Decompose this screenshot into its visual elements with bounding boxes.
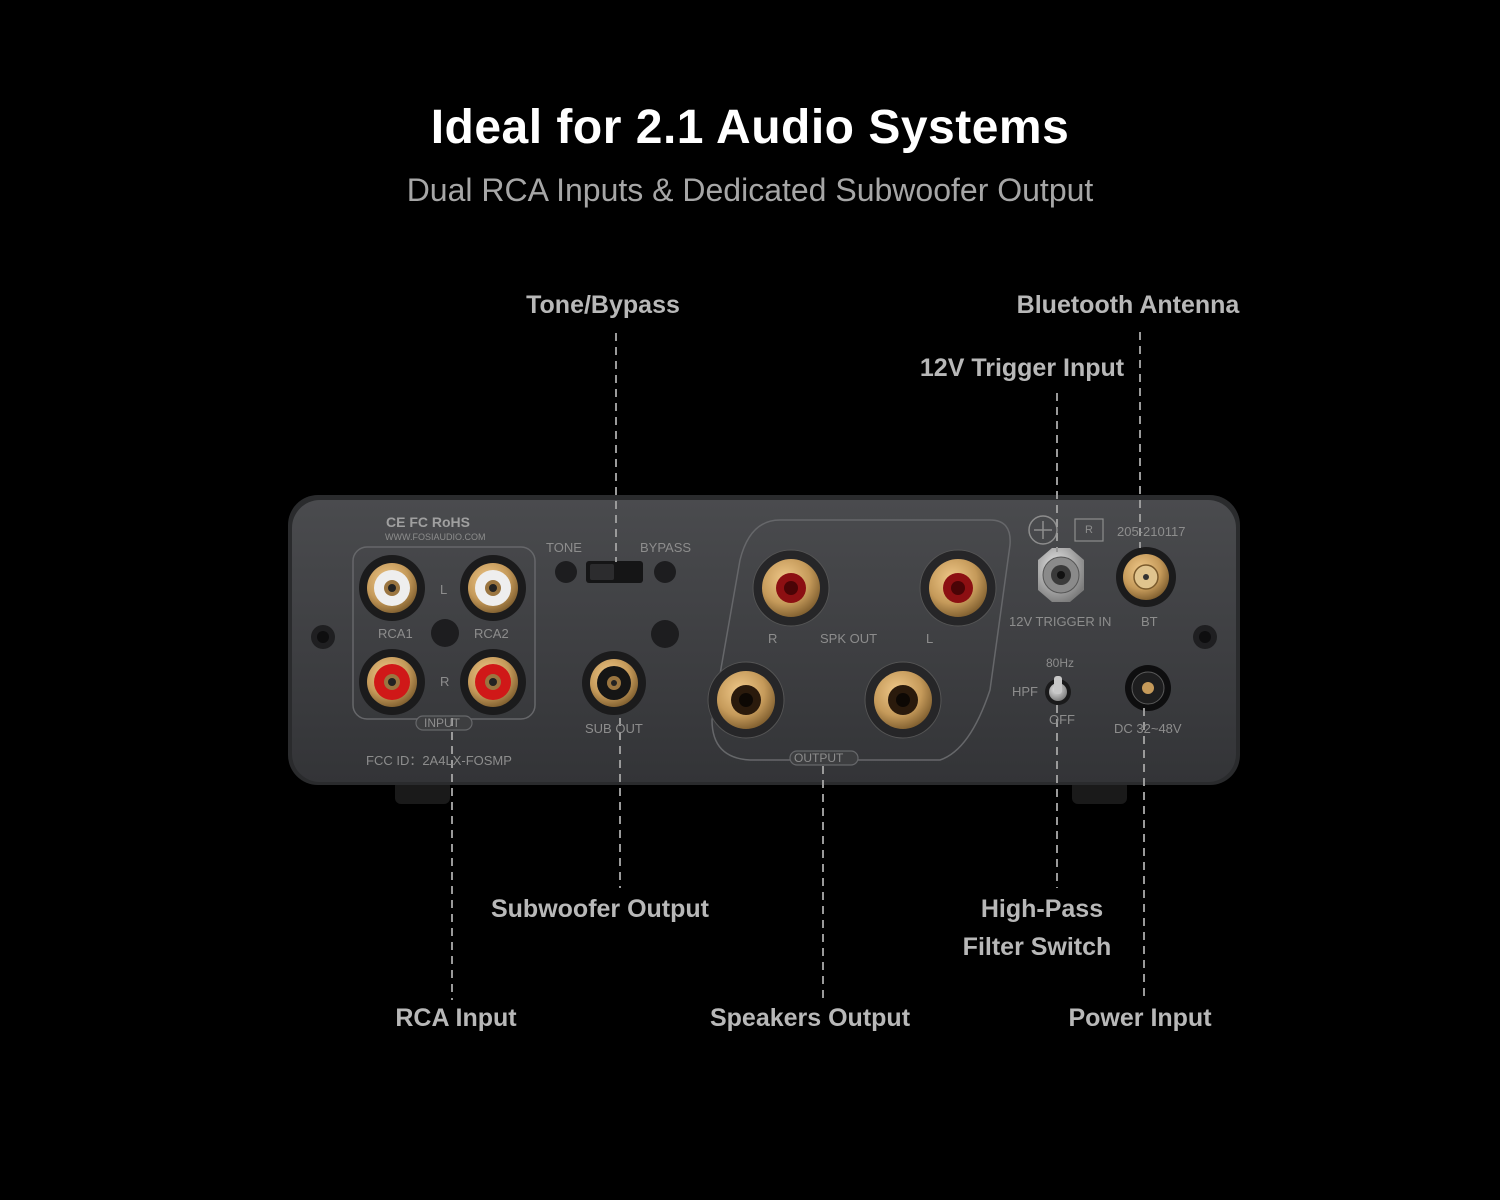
callout-rca-input: RCA Input xyxy=(395,1004,517,1032)
cert-number-label: 205-210117 xyxy=(1117,524,1186,539)
spk-r-label: R xyxy=(768,631,778,646)
callout-speakers-output: Speakers Output xyxy=(709,1004,911,1032)
speaker-r-plus-post xyxy=(752,549,830,627)
fcc-id-label: FCC ID：2A4LX-FOSMP xyxy=(366,753,512,768)
speaker-l-plus-post xyxy=(919,549,997,627)
dc-power-jack xyxy=(1125,665,1171,711)
foot-left xyxy=(395,780,450,804)
foot-right xyxy=(1072,780,1127,804)
rca2-left-jack xyxy=(460,555,526,621)
website-label: WWW.FOSIAUDIO.COM xyxy=(385,532,486,542)
bypass-label: BYPASS xyxy=(640,540,692,555)
tone-bypass-switch xyxy=(555,561,676,583)
tone-label: TONE xyxy=(546,540,582,555)
callout-high-pass-line1: High-Pass xyxy=(980,895,1104,923)
back-panel xyxy=(292,500,1236,782)
callout-subwoofer-output: Subwoofer Output xyxy=(490,895,710,923)
callout-tone-bypass: Tone/Bypass xyxy=(526,291,680,319)
rca1-left-jack xyxy=(359,555,425,621)
cert-r-label: R xyxy=(1085,524,1093,536)
cert-marks: CE FC RoHS xyxy=(386,514,470,530)
screw-right xyxy=(1193,625,1217,649)
spk-out-label: SPK OUT xyxy=(820,631,878,646)
cert-mark-logo xyxy=(1028,515,1058,545)
callout-high-pass-line2: Filter Switch xyxy=(962,933,1112,961)
output-label: OUTPUT xyxy=(794,751,844,765)
sub-out-jack xyxy=(582,651,646,715)
headline: Ideal for 2.1 Audio Systems xyxy=(430,101,1070,154)
trigger-jack xyxy=(1038,548,1084,602)
hpf-freq-label: 80Hz xyxy=(1046,656,1075,670)
cert-r-box xyxy=(1074,518,1104,542)
spk-l-label: L xyxy=(926,631,934,646)
subheadline: Dual RCA Inputs & Dedicated Subwoofer Ou… xyxy=(406,172,1094,208)
callout-power-input: Power Input xyxy=(1068,1004,1212,1032)
hpf-label: HPF xyxy=(1012,684,1038,699)
speaker-l-minus-post xyxy=(864,661,942,739)
trigger-in-label: 12V TRIGGER IN xyxy=(1009,614,1112,629)
speaker-r-minus-post xyxy=(707,661,785,739)
callout-bluetooth-antenna: Bluetooth Antenna xyxy=(1016,291,1240,319)
leader-lines xyxy=(451,332,1145,1000)
callout-trigger-input: 12V Trigger Input xyxy=(919,354,1125,382)
sub-out-label: SUB OUT xyxy=(585,721,643,736)
screw-left xyxy=(311,625,335,649)
rca1-label: RCA1 xyxy=(378,626,413,641)
input-right-label: R xyxy=(440,674,450,689)
dc-label: DC 32~48V xyxy=(1114,721,1182,736)
bt-antenna-connector xyxy=(1116,547,1176,607)
input-label: INPUT xyxy=(424,716,460,730)
hpf-toggle-switch xyxy=(1045,676,1071,705)
off-label: OFF xyxy=(1049,712,1075,727)
input-left-label: L xyxy=(440,582,448,597)
rca2-label: RCA2 xyxy=(474,626,509,641)
output-frame xyxy=(711,519,1011,761)
rca1-right-jack xyxy=(359,649,425,715)
rca2-right-jack xyxy=(460,649,526,715)
bt-label: BT xyxy=(1141,614,1158,629)
